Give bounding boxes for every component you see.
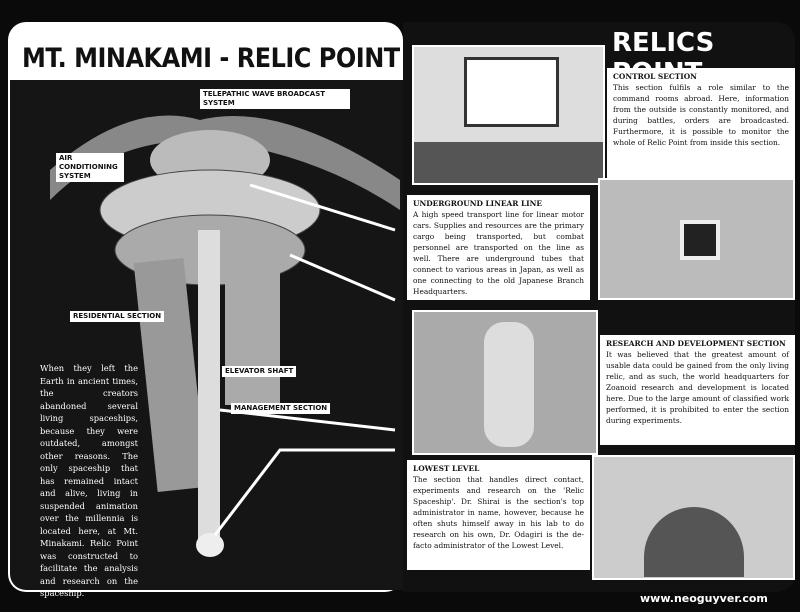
control-section-text: CONTROL SECTION This section fulfils a r… xyxy=(607,68,795,185)
section-body: The section that handles direct contact,… xyxy=(413,475,584,550)
section-body: A high speed transport line for linear m… xyxy=(413,210,584,296)
page-title: MT. MINAKAMI - RELIC POINT xyxy=(22,42,400,74)
label-air-conditioning-system: AIR CONDITIONING SYSTEM xyxy=(56,153,124,182)
website-footer: www.neoguyver.com xyxy=(640,592,768,605)
label-telepathic-wave-broadcast-system: TELEPATHIC WAVE BROADCAST SYSTEM xyxy=(200,89,350,109)
research-development-text: RESEARCH AND DEVELOPMENT SECTION It was … xyxy=(600,335,795,445)
lowest-level-text: LOWEST LEVEL The section that handles di… xyxy=(407,460,590,570)
label-elevator-shaft: ELEVATOR SHAFT xyxy=(222,366,297,377)
underground-linear-line-image xyxy=(598,178,795,300)
control-section-image xyxy=(412,45,605,185)
label-management-section: MANAGEMENT SECTION xyxy=(231,403,331,414)
underground-linear-line-text: UNDERGROUND LINEAR LINE A high speed tra… xyxy=(407,195,590,300)
section-body: This section fulfils a role similar to t… xyxy=(613,83,789,147)
section-heading: CONTROL SECTION xyxy=(613,72,697,81)
relic-point-tower-illustration xyxy=(50,115,400,557)
section-heading: UNDERGROUND LINEAR LINE xyxy=(413,199,542,208)
section-heading: RESEARCH AND DEVELOPMENT SECTION xyxy=(606,339,786,348)
section-heading: LOWEST LEVEL xyxy=(413,464,480,473)
section-body: It was believed that the greatest amount… xyxy=(606,350,789,425)
lowest-level-image xyxy=(592,455,795,580)
research-development-image xyxy=(412,310,598,455)
label-residential-section: RESIDENTIAL SECTION xyxy=(70,311,165,322)
intro-paragraph: When they left the Earth in ancient time… xyxy=(40,363,138,598)
